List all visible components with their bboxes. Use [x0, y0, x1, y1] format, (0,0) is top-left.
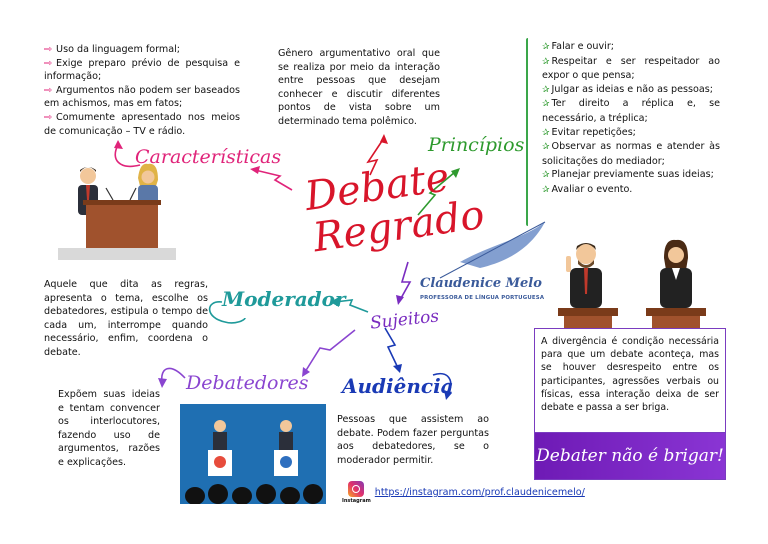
arrow-to-sujeitos — [399, 261, 412, 301]
arrow-bullet-icon: ⇨ — [44, 44, 53, 55]
stage-scene-svg — [180, 404, 326, 504]
speakers-scene-svg — [558, 239, 706, 328]
arrow-to-audiencia — [384, 327, 399, 369]
star-bullet-icon: ✰ — [542, 170, 550, 181]
principios-list: ✰Falar e ouvir; ✰Respeitar e ser respeit… — [542, 40, 720, 198]
star-bullet-icon: ✰ — [542, 184, 550, 195]
quill-shaft — [439, 221, 546, 279]
list-item: ✰Ter direito a réplica e, se necessário,… — [542, 98, 720, 124]
moderador-text: Aquele que dita as regras, apresenta o t… — [44, 279, 208, 358]
list-item: ✰Julgar as ideias e não as pessoas; — [542, 83, 713, 95]
star-bullet-icon: ✰ — [542, 42, 550, 52]
list-item: ✰Planejar previamente suas ideias; — [542, 169, 714, 181]
arrow-head — [330, 297, 339, 307]
arrow-to-audiencia-text — [432, 373, 452, 396]
note-box: A divergência é condição necessária para… — [534, 328, 726, 434]
debatedores-text: Expõem suas ideias e tentam convencer os… — [58, 389, 160, 468]
list-item: ⇨Exige preparo prévio de pesquisa e info… — [44, 57, 240, 83]
branch-debatedores: Debatedores — [186, 372, 309, 394]
arrow-head — [444, 390, 452, 400]
arrow-head — [114, 140, 123, 149]
speakers-illustration — [548, 236, 716, 328]
arrow-to-principios — [417, 171, 456, 216]
arrow-to-caracteristicas — [254, 169, 293, 191]
slogan-text: Debater não é brigar! — [536, 446, 724, 466]
instagram-logo: Instagram — [342, 481, 371, 504]
arrow-bullet-icon: ⇨ — [44, 84, 53, 96]
podium-scene-svg — [58, 163, 176, 260]
arrow-head — [396, 295, 404, 305]
arrow-bullet-icon: ⇨ — [44, 57, 53, 69]
star-bullet-icon: ✰ — [542, 84, 550, 95]
branch-moderador: Moderador — [222, 287, 346, 311]
list-item: ✰Avaliar o evento. — [542, 183, 633, 195]
author-signature: Claudenice Melo PROFESSORA DE LÍNGUA POR… — [420, 276, 550, 301]
star-bullet-icon: ✰ — [542, 56, 550, 67]
principios-brace — [526, 38, 528, 226]
caracteristicas-list: ⇨Uso da linguagem formal; ⇨Exige preparo… — [44, 43, 240, 138]
list-item: ✰Observar as normas e atender às solicit… — [542, 141, 720, 167]
note-text: A divergência é condição necessária para… — [541, 336, 719, 414]
arrow-head — [393, 364, 402, 373]
arrow-to-definition — [366, 137, 385, 176]
arrow-to-caracteristicas-list — [114, 144, 141, 167]
arrow-to-moderador-text — [208, 301, 246, 324]
list-item: ✰Evitar repetições; — [542, 126, 636, 138]
instagram-label: Instagram — [342, 498, 371, 504]
debate-podium-illustration — [58, 160, 176, 260]
arrow-head — [380, 134, 388, 144]
star-bullet-icon: ✰ — [542, 99, 550, 110]
star-bullet-icon: ✰ — [542, 142, 550, 153]
list-item: ✰Falar e ouvir; — [542, 41, 615, 52]
arrow-head — [451, 168, 460, 178]
arrow-to-moderador — [334, 299, 369, 313]
branch-principios: Princípios — [428, 134, 525, 156]
star-bullet-icon: ✰ — [542, 127, 550, 138]
arrow-head — [250, 166, 260, 174]
arrow-head — [158, 378, 167, 388]
arrow-head — [302, 367, 310, 377]
list-item: ⇨Argumentos não podem ser baseados em ac… — [44, 84, 240, 110]
arrow-bullet-icon: ⇨ — [44, 111, 53, 123]
branch-caracteristicas: Características — [135, 146, 282, 168]
instagram-link[interactable]: https://instagram.com/prof.claudenicemel… — [374, 487, 585, 498]
branch-audiencia: Audiência — [342, 374, 454, 398]
list-item: ✰Respeitar e ser respeitador ao expor o … — [542, 55, 720, 82]
instagram-icon — [348, 481, 365, 497]
author-role: PROFESSORA DE LÍNGUA PORTUGUESA — [420, 295, 545, 301]
audiencia-text: Pessoas que assistem ao debate. Podem fa… — [337, 414, 489, 466]
list-item: ⇨Uso da linguagem formal; — [44, 44, 180, 55]
debate-stage-illustration — [180, 404, 326, 504]
definition-text: Gênero argumentativo oral que se realiza… — [278, 48, 440, 127]
arrow-to-debatedores — [304, 329, 356, 373]
author-name: Claudenice Melo — [420, 276, 542, 291]
list-item: ⇨Comumente apresentado nos meios de comu… — [44, 111, 240, 137]
instagram-block: Instagram https://instagram.com/prof.cla… — [342, 481, 585, 504]
slogan-bar: Debater não é brigar! — [534, 432, 726, 480]
